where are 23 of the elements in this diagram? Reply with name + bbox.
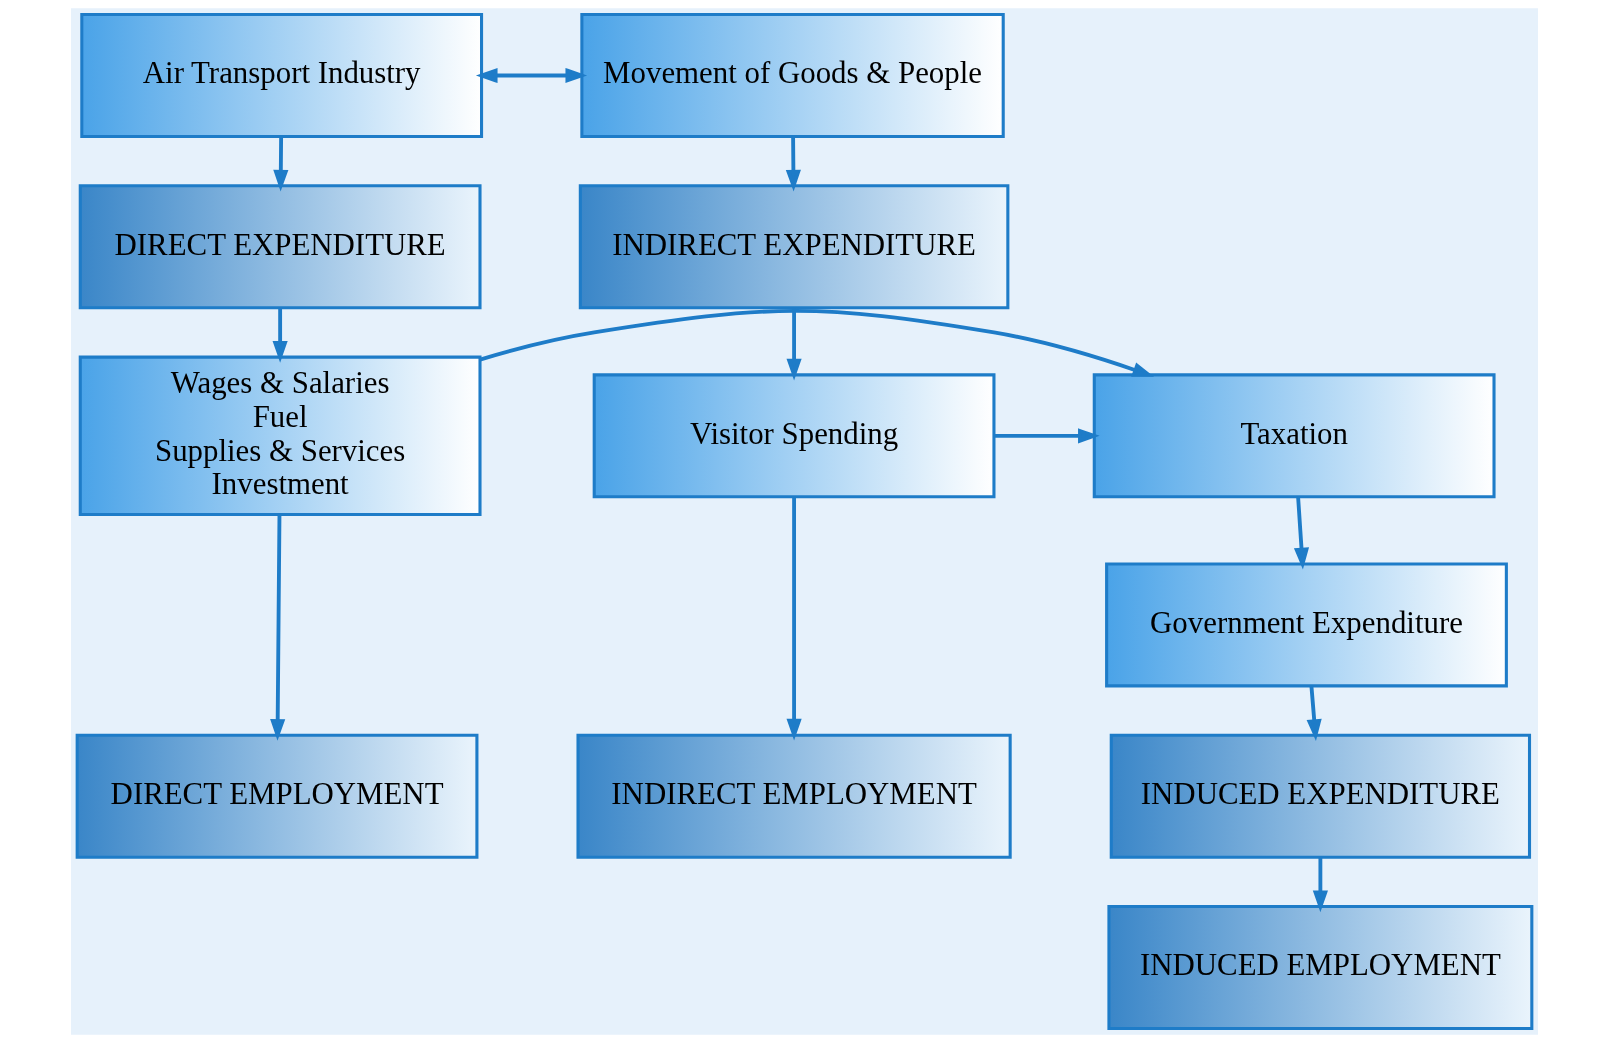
arrow [479,309,1154,377]
node-box: Taxation [1092,373,1496,499]
node-box: Movement of Goods & People [579,12,1005,138]
node-box: INDUCED EXPENDITURE [1109,733,1531,859]
arrow [786,497,802,741]
node-box: Visitor Spending [592,373,995,499]
node-box: INDIRECT EMPLOYMENT [575,733,1012,859]
arrow [1306,686,1322,741]
arrow [1293,497,1309,570]
arrow [1312,857,1328,913]
node-box: Government Expenditure [1104,562,1508,688]
arrow [272,136,288,192]
arrow [272,308,288,363]
arrow [785,136,801,192]
node-box: Wages & Salaries Fuel Supplies & Services Investment [78,355,482,517]
node-box: INDUCED EMPLOYMENT [1106,905,1533,1031]
node-box: INDIRECT EXPENDITURE [578,184,1009,310]
arrow [269,514,285,741]
node-box: Air Transport Industry [79,12,483,138]
node-box: DIRECT EXPENDITURE [78,184,482,310]
node-box: DIRECT EMPLOYMENT [75,733,478,859]
arrow [475,67,587,84]
arrow [993,428,1100,444]
